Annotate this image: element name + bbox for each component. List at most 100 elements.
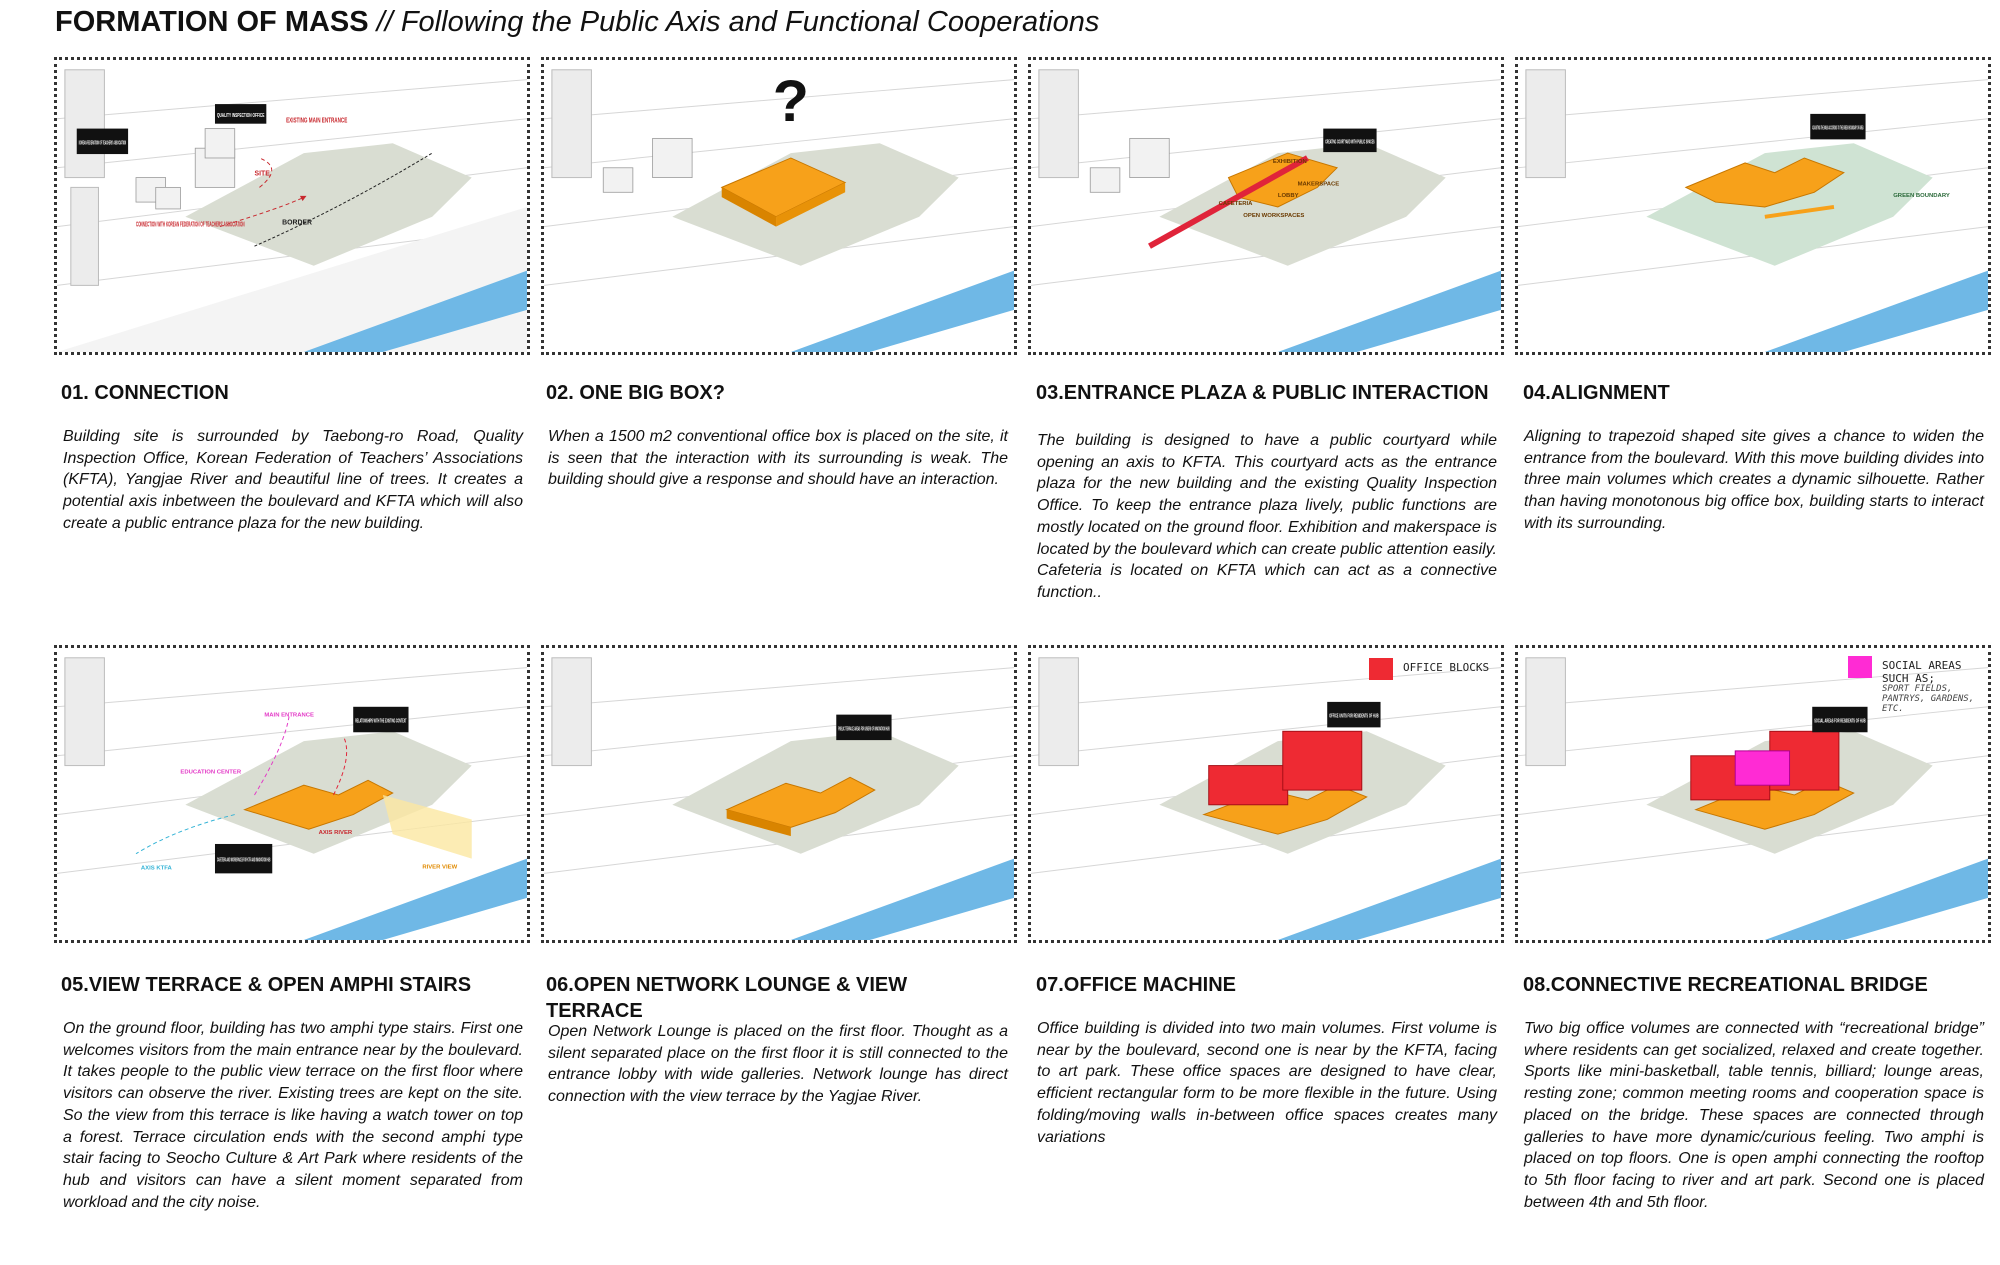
diagram-panel-01: KOREAN FEDERATION OF TEACHERS’ ASSOCIATI… [54,57,530,355]
section-body-06: Open Network Lounge is placed on the fir… [548,1023,1008,1106]
site-diagram-04: ADJUSTING THE MASS ACCORDING TO THE GREE… [1518,69,1988,352]
three-volume-mass [1684,157,1845,208]
svg-text:ADJUSTING THE MASS ACCORDING T: ADJUSTING THE MASS ACCORDING TO THE GREE… [1812,126,1863,132]
section-heading-05: 05.VIEW TERRACE & OPEN AMPHI STAIRS [61,974,472,996]
svg-text:KOREAN FEDERATION OF TEACHERS’: KOREAN FEDERATION OF TEACHERS’ ASSOCIATI… [79,140,126,146]
axis-kfta-arrow [135,814,235,855]
label-green-boundary: GREEN BOUNDARY [1893,193,1950,199]
diagram-panel-04: ADJUSTING THE MASS ACCORDING TO THE GREE… [1515,57,1991,355]
diagram-panel-08: SOCIAL AREAS FOR RESIDENTS OF HUB SOCIAL… [1515,645,1991,943]
site-area [1159,731,1446,854]
legend-label-social: SOCIAL AREAS SUCH AS; [1882,659,1962,685]
label-main-entrance: MAIN ENTRANCE [264,713,314,719]
section-heading-02: 02. ONE BIG BOX? [546,382,725,404]
section-heading-06: 06.OPEN NETWORK LOUNGE & VIEW TERRACE [546,974,908,1022]
site-diagram-07: OFFICE UNITS FOR RESIDENTS OF HUB [1031,657,1501,940]
section-body-01: Building site is surrounded by Taebong-r… [63,428,523,532]
diagram-panel-03: CREATING COURTYARD WITH PUBLIC SPACES EX… [1028,57,1504,355]
section-body-04: Aligning to trapezoid shaped site gives … [1524,428,1984,532]
site-diagram-03: CREATING COURTYARD WITH PUBLIC SPACES EX… [1031,69,1501,352]
callout-qio: QUALITY INSPECTION OFFICE [214,104,267,124]
big-box-mass [720,157,847,218]
section-body-02: When a 1500 m2 conventional office box i… [548,428,1008,489]
page-title: FORMATION OF MASS // Following the Publi… [55,6,1099,39]
site-area [1646,731,1933,854]
site-area [1159,143,1446,266]
diagram-panel-07: OFFICE UNITS FOR RESIDENTS OF HUB OFFICE… [1028,645,1504,943]
legend-social-areas: SOCIAL AREAS SUCH AS; SPORT FIELDS, PANT… [1848,656,1988,714]
terrace-mass [243,779,394,830]
green-boundary-area [1646,143,1933,266]
border-line [254,152,433,247]
label-education: EDUCATION CENTER [180,769,241,775]
diagram-panel-05: MAIN ENTRANCE EDUCATION CENTER RELATIONS… [54,645,530,943]
river-shape [1277,858,1501,940]
section-heading-03: 03.ENTRANCE PLAZA & PUBLIC INTERACTION [1036,382,1489,404]
callout-office-units: OFFICE UNITS FOR RESIDENTS OF HUB [1327,701,1381,728]
axis-arrow [1148,155,1309,249]
svg-text:RELATIONSHIPS WITH THE EXISTIN: RELATIONSHIPS WITH THE EXISTING CONTEXT [355,718,407,724]
legend-label-office: OFFICE BLOCKS [1403,661,1490,674]
svg-text:CREATING COURTYARD WITH PUBLIC: CREATING COURTYARD WITH PUBLIC SPACES [1325,139,1375,145]
label-exhibition: EXHIBITION [1273,159,1307,165]
site-area [185,143,472,266]
callout-social-areas: SOCIAL AREAS FOR RESIDENTS OF HUB [1812,706,1868,733]
diagram-panel-02: ? [541,57,1017,355]
site-diagram-02: ? [544,68,1014,352]
recreational-bridge [1734,750,1791,786]
label-site: SITE [254,171,270,178]
river-shape [790,858,1014,940]
section-heading-01: 01. CONNECTION [61,382,229,404]
legend-office-blocks: OFFICE BLOCKS [1369,658,1499,688]
label-open-workspaces: OPEN WORKSPACES [1243,213,1304,219]
callout-public-terrace: PUBLIC TERRACE AREAS FOR USERS OF INNOVA… [836,714,892,741]
svg-text:OFFICE UNITS FOR RESIDENTS OF: OFFICE UNITS FOR RESIDENTS OF HUB [1329,714,1378,720]
question-mark: ? [773,68,809,134]
legend-sub-social: SPORT FIELDS, PANTRYS, GARDENS, ETC. [1882,684,1975,714]
site-diagram-01: KOREAN FEDERATION OF TEACHERS’ ASSOCIATI… [57,69,527,352]
alignment-arrows [1764,205,1835,219]
office-block-1 [1208,765,1289,806]
section-heading-04: 04.ALIGNMENT [1523,382,1670,404]
title-main: FORMATION OF MASS [55,6,369,38]
diagram-panel-06: PUBLIC TERRACE AREAS FOR USERS OF INNOVA… [541,645,1017,943]
river-shape [1764,270,1988,352]
label-axis-kfta: AXIS KTFA [141,865,173,871]
svg-text:PUBLIC TERRACE AREAS FOR USERS: PUBLIC TERRACE AREAS FOR USERS OF INNOVA… [838,726,889,732]
svg-text:SOCIAL AREAS FOR RESIDENTS OF: SOCIAL AREAS FOR RESIDENTS OF HUB [1814,718,1865,724]
section-body-03: The building is designed to have a publi… [1037,432,1497,601]
office-block-2 [1282,730,1363,791]
site-diagram-05: MAIN ENTRANCE EDUCATION CENTER RELATIONS… [57,657,527,940]
callout-kfta: KOREAN FEDERATION OF TEACHERS’ ASSOCIATI… [76,128,129,155]
svg-text:QUALITY INSPECTION OFFICE: QUALITY INSPECTION OFFICE [217,113,265,119]
river-shape [303,270,527,352]
label-axis-river: AXIS RIVER [319,830,353,836]
section-heading-08: 08.CONNECTIVE RECREATIONAL BRIDGE [1523,974,1928,996]
river-shape [303,858,527,940]
river-shape [790,270,1014,352]
section-body-05: On the ground floor, building has two am… [63,1020,523,1211]
existing-buildings [135,128,236,210]
label-lobby: LOBBY [1278,193,1299,199]
context-base [57,69,527,352]
callout-cafeteria: CAFETERIA AND WORKSPACES FOR KTFA AND IN… [214,843,273,874]
site-diagram-08: SOCIAL AREAS FOR RESIDENTS OF HUB [1518,657,1988,940]
connection-arrow [219,195,307,228]
svg-text:CAFETERIA AND WORKSPACES FOR K: CAFETERIA AND WORKSPACES FOR KTFA AND IN… [217,858,270,864]
section-body-07: Office building is divided into two main… [1037,1020,1497,1146]
label-entrance: EXISTING MAIN ENTRANCE [286,118,347,125]
section-heading-07: 07.OFFICE MACHINE [1036,974,1237,996]
axis-entrance-arrow [254,716,290,796]
title-subtitle: // Following the Public Axis and Functio… [368,6,1100,38]
legend-swatch-social [1848,656,1872,678]
label-connection: CONNECTION WITH KOREAN FEDERATION OF TEA… [136,222,245,229]
river-shape [1764,858,1988,940]
lounge-mass [725,776,876,828]
label-cafeteria: CAFETERIA [1219,201,1254,207]
label-river-view: RIVER VIEW [422,864,457,870]
site-diagram-06: PUBLIC TERRACE AREAS FOR USERS OF INNOVA… [544,657,1014,940]
label-border: BORDER [282,220,312,227]
callout-relationships: RELATIONSHIPS WITH THE EXISTING CONTEXT [353,706,409,733]
callout-alignment: ADJUSTING THE MASS ACCORDING TO THE GREE… [1810,113,1866,140]
legend-swatch-office [1369,658,1393,680]
